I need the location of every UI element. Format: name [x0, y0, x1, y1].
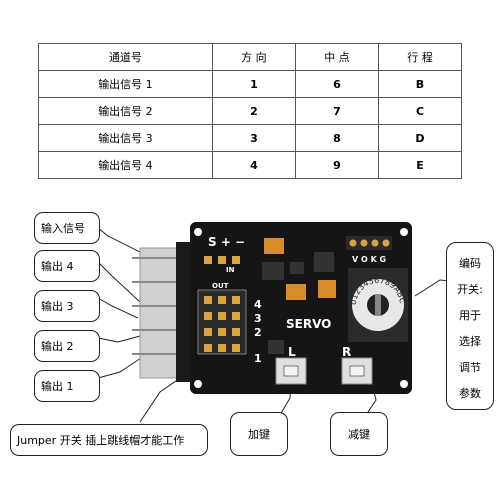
- callout-output-4: 输出 4: [34, 250, 100, 282]
- encoder-line: 参数: [459, 387, 481, 400]
- callout-text: 输出 3: [41, 300, 74, 313]
- callout-output-3: 输出 3: [34, 290, 100, 322]
- table-cell: 输出信号 4: [38, 151, 213, 179]
- silk-servo: SERVO: [286, 317, 331, 331]
- chip: [262, 262, 284, 280]
- table-cell: 3: [211, 124, 296, 152]
- mounting-hole: [400, 228, 408, 236]
- silk-channel-1: 1: [254, 352, 262, 365]
- callout-text: 输出 1: [41, 380, 74, 393]
- encoder-line: 调节: [459, 361, 481, 374]
- callout-text: 输入信号: [41, 222, 85, 235]
- capacitor: [286, 284, 306, 300]
- mounting-hole: [194, 380, 202, 388]
- silk-s-plus-minus: S + −: [208, 235, 245, 249]
- chip: [290, 262, 304, 274]
- callout-text: Jumper 开关 插上跳线帽才能工作: [17, 434, 185, 447]
- encoder-line: 编码: [459, 257, 481, 270]
- table-row: 输出信号 1 1 6 B: [38, 70, 463, 98]
- mounting-hole: [400, 380, 408, 388]
- silk-out: OUT: [212, 282, 229, 290]
- table-cell: 2: [211, 97, 296, 125]
- table-cell: 9: [294, 151, 379, 179]
- table-cell: 6: [294, 70, 379, 98]
- callout-text: 加键: [248, 428, 270, 441]
- channel-table: 通道号 方 向 中 点 行 程 输出信号 1 1 6 B 输出信号 2 2 7 …: [38, 43, 463, 179]
- encoder-line: 选择: [459, 335, 481, 348]
- silk-r: R: [342, 345, 351, 359]
- encoder-line: 开关:: [457, 283, 483, 296]
- callout-text: 输出 2: [41, 340, 74, 353]
- vokg-header: [346, 236, 392, 250]
- table-header: 通道号: [38, 43, 213, 71]
- table-row: 输出信号 3 3 8 D: [38, 124, 463, 152]
- callout-output-1: 输出 1: [34, 370, 100, 402]
- table-cell: 4: [211, 151, 296, 179]
- table-header: 方 向: [211, 43, 296, 71]
- callout-encoder: 编码 开关: 用于 选择 调节 参数: [446, 242, 494, 410]
- table-cell: D: [377, 124, 463, 152]
- table-cell: E: [377, 151, 463, 179]
- table-header: 行 程: [377, 43, 463, 71]
- callout-sub-key: 减键: [330, 412, 388, 456]
- silk-channel-2: 2: [254, 326, 262, 339]
- encoder-line: 用于: [459, 309, 481, 322]
- chip: [314, 252, 334, 272]
- mounting-hole: [194, 228, 202, 236]
- silk-channel-3: 3: [254, 312, 262, 325]
- table-cell: 1: [211, 70, 296, 98]
- output-pin-rows: [197, 256, 247, 355]
- table-header-row: 通道号 方 向 中 点 行 程: [38, 43, 463, 71]
- callout-add-key: 加键: [230, 412, 288, 456]
- callout-text: 输出 4: [41, 260, 74, 273]
- callout-output-2: 输出 2: [34, 330, 100, 362]
- pin-header: [132, 242, 194, 382]
- add-button-part: [275, 357, 307, 385]
- table-cell: 8: [294, 124, 379, 152]
- capacitor: [318, 280, 336, 298]
- chip: [268, 340, 284, 354]
- silk-channel-4: 4: [254, 298, 262, 311]
- rotary-encoder: [348, 268, 408, 342]
- silk-l: L: [288, 345, 296, 359]
- capacitor: [264, 238, 284, 254]
- silk-vokg: V O K G: [352, 255, 386, 264]
- callout-input-signal: 输入信号: [34, 212, 100, 244]
- silk-in: IN: [226, 266, 235, 274]
- callout-jumper: Jumper 开关 插上跳线帽才能工作: [10, 424, 208, 456]
- callout-text: 减键: [348, 428, 370, 441]
- sub-button-part: [341, 357, 373, 385]
- table-row: 输出信号 4 4 9 E: [38, 151, 463, 179]
